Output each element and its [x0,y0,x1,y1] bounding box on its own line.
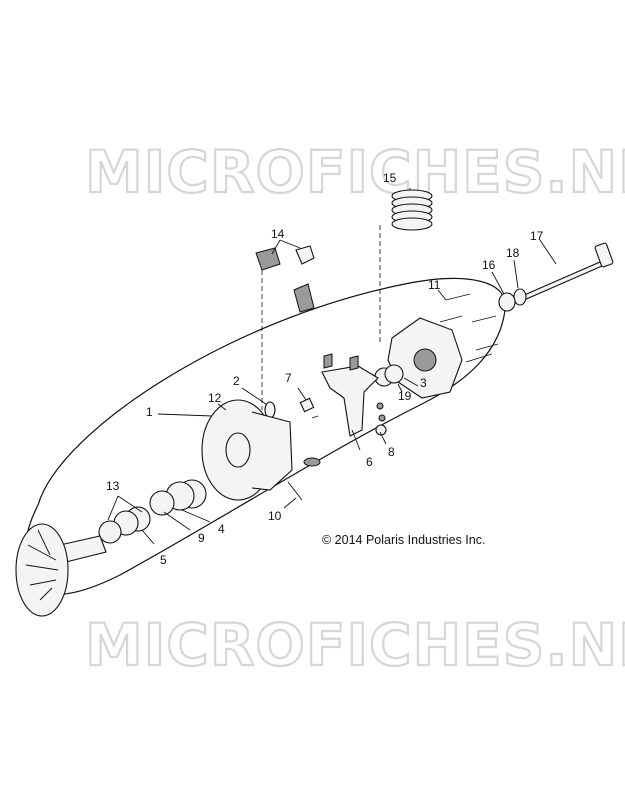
callout-9: 9 [198,531,205,545]
callout-14: 14 [271,227,285,241]
fixed-sheave-part [15,523,107,617]
callout-19: 19 [398,389,412,403]
washer-part [513,288,527,306]
callout-1: 1 [146,405,153,419]
callout-6: 6 [366,455,373,469]
callout-11: 11 [428,278,441,292]
watermark-top: MICROFICHES.NET [85,138,625,206]
spider-part [321,365,379,437]
callout-8: 8 [388,445,395,459]
weight-parts [255,245,315,313]
callout-5: 5 [160,553,167,567]
nut-part [498,292,516,312]
cover-bolts-part [439,293,499,363]
callout-15: 15 [383,171,397,185]
callout-10: 10 [268,509,282,523]
callout-13: 13 [106,479,120,493]
bushing-parts [98,479,207,544]
pin-bolt-part [287,481,303,501]
callout-4: 4 [218,522,225,536]
callout-18: 18 [506,246,520,260]
callout-17: 17 [530,229,544,243]
callout-3: 3 [420,376,427,390]
callout-16: 16 [482,258,496,272]
shaft-bolt-part [521,242,614,301]
callout-2: 2 [233,374,240,388]
callout-7: 7 [285,371,292,385]
spring-part [391,189,433,231]
moveable-sheave-part [201,399,293,501]
pin-part [299,397,319,419]
callout-12: 12 [208,391,222,405]
watermark-bottom: MICROFICHES.NET [85,611,625,679]
copyright-text: © 2014 Polaris Industries Inc. [322,533,485,547]
